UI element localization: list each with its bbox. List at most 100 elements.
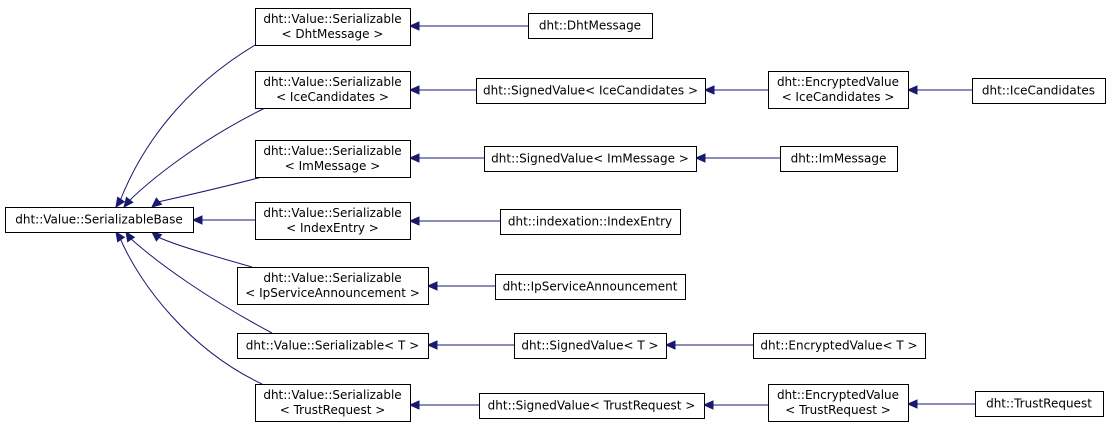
- inheritance-edge-ser_im-to-base: [151, 176, 263, 208]
- node-label-line: dht::EncryptedValue: [777, 388, 899, 402]
- node-label-line: < IceCandidates >: [276, 90, 389, 104]
- node-box: [495, 274, 686, 300]
- class-node-immsg[interactable]: dht::ImMessage: [780, 146, 898, 172]
- node-box: [237, 333, 429, 359]
- node-box: [753, 333, 926, 359]
- inheritance-edge-ev_ice-to-sv_ice: [703, 85, 768, 95]
- edge-arrowhead: [115, 230, 126, 243]
- edge-arrowhead: [703, 85, 715, 95]
- node-label-line: dht::Value::Serializable: [263, 206, 401, 220]
- edge-arrowhead: [151, 231, 163, 242]
- node-label-line: dht::IpServiceAnnouncement: [503, 280, 678, 294]
- node-box: [768, 384, 909, 422]
- node-box: [780, 146, 898, 172]
- class-node-ev-tr[interactable]: dht::EncryptedValue< TrustRequest >: [768, 384, 909, 422]
- class-node-ser-ip[interactable]: dht::Value::Serializable< IpServiceAnnou…: [237, 267, 429, 305]
- node-label-line: dht::SignedValue< TrustRequest >: [488, 399, 696, 413]
- class-node-icecand[interactable]: dht::IceCandidates: [972, 78, 1106, 104]
- node-box: [975, 391, 1104, 417]
- edge-line: [119, 44, 256, 202]
- node-label-line: dht::Value::Serializable: [263, 388, 401, 402]
- edges-layer: [115, 21, 975, 410]
- node-label-line: dht::TrustRequest: [986, 397, 1092, 411]
- class-node-ipsa[interactable]: dht::IpServiceAnnouncement: [495, 274, 686, 300]
- node-label-line: dht::SignedValue< T >: [521, 339, 658, 353]
- node-box: [255, 202, 411, 240]
- node-label-line: dht::EncryptedValue< T >: [760, 339, 917, 353]
- node-label-line: dht::Value::Serializable: [263, 144, 401, 158]
- class-node-ev-t[interactable]: dht::EncryptedValue< T >: [753, 333, 926, 359]
- class-node-sv-im[interactable]: dht::SignedValue< ImMessage >: [484, 146, 697, 172]
- node-box: [255, 384, 411, 422]
- inheritance-edge-ser_tr-to-base: [115, 230, 263, 385]
- edge-arrowhead: [906, 399, 918, 409]
- edge-arrowhead: [408, 216, 420, 226]
- node-box: [255, 8, 411, 46]
- node-box: [237, 267, 429, 305]
- inheritance-edge-sv_im-to-ser_im: [408, 153, 484, 163]
- class-node-ser-ice[interactable]: dht::Value::Serializable< IceCandidates …: [255, 71, 411, 109]
- inheritance-edge-idxentry-to-ser_idx: [408, 216, 500, 226]
- node-label-line: < DhtMessage >: [282, 27, 384, 41]
- class-node-trustreq[interactable]: dht::TrustRequest: [975, 391, 1104, 417]
- inheritance-edge-ser_idx-to-base: [191, 215, 255, 225]
- edge-arrowhead: [694, 153, 706, 163]
- edge-arrowhead: [408, 21, 420, 31]
- node-label-line: dht::IceCandidates: [982, 84, 1095, 98]
- node-label-line: dht::Value::Serializable: [263, 12, 401, 26]
- node-label-line: dht::Value::Serializable: [263, 271, 401, 285]
- node-box: [255, 71, 411, 109]
- node-label-line: dht::Value::Serializable: [263, 75, 401, 89]
- class-node-ser-im[interactable]: dht::Value::Serializable< ImMessage >: [255, 140, 411, 178]
- class-node-sv-t[interactable]: dht::SignedValue< T >: [514, 333, 667, 359]
- edge-arrowhead: [408, 400, 420, 410]
- node-label-line: dht::SignedValue< ImMessage >: [491, 152, 689, 166]
- edge-line: [157, 236, 253, 268]
- class-node-dhtmsg[interactable]: dht::DhtMessage: [528, 13, 653, 39]
- node-label-line: < IndexEntry >: [286, 221, 379, 235]
- edge-arrowhead: [408, 85, 420, 95]
- class-node-ser-idx[interactable]: dht::Value::Serializable< IndexEntry >: [255, 202, 411, 240]
- inheritance-edge-sv_t-to-ser_t: [426, 340, 514, 350]
- node-label-line: < TrustRequest >: [785, 403, 891, 417]
- class-node-sv-tr[interactable]: dht::SignedValue< TrustRequest >: [479, 393, 705, 419]
- node-label-line: dht::EncryptedValue: [777, 75, 899, 89]
- inheritance-edge-immsg-to-sv_im: [694, 153, 780, 163]
- edge-arrowhead: [426, 340, 438, 350]
- node-label-line: < TrustRequest >: [280, 403, 386, 417]
- inheritance-edge-icecand-to-ev_ice: [906, 85, 972, 95]
- node-label-line: < IceCandidates >: [782, 90, 895, 104]
- class-node-sv-ice[interactable]: dht::SignedValue< IceCandidates >: [476, 78, 706, 104]
- node-label-line: < IpServiceAnnouncement >: [245, 286, 420, 300]
- edge-arrowhead: [702, 400, 714, 410]
- inheritance-edge-sv_tr-to-ser_tr: [408, 400, 479, 410]
- node-box: [528, 13, 653, 39]
- edge-arrowhead: [125, 230, 136, 243]
- edge-line: [157, 176, 263, 203]
- node-label-line: dht::DhtMessage: [539, 19, 641, 33]
- node-box: [768, 71, 909, 109]
- edge-arrowhead: [151, 197, 163, 208]
- inheritance-edge-trustreq-to-ev_tr: [906, 399, 975, 409]
- node-box: [514, 333, 667, 359]
- inheritance-edge-ev_tr-to-sv_tr: [702, 400, 768, 410]
- inheritance-edge-ser_t-to-base: [125, 230, 273, 334]
- inheritance-edge-dhtmsg-to-ser_dht: [408, 21, 528, 31]
- class-node-ser-t[interactable]: dht::Value::Serializable< T >: [237, 333, 429, 359]
- class-node-ser-dht[interactable]: dht::Value::Serializable< DhtMessage >: [255, 8, 411, 46]
- node-box: [972, 78, 1106, 104]
- node-box: [5, 207, 194, 233]
- edge-arrowhead: [408, 153, 420, 163]
- node-box: [484, 146, 697, 172]
- node-label-line: dht::Value::Serializable< T >: [246, 339, 419, 353]
- edge-arrowhead: [664, 340, 676, 350]
- class-node-ev-ice[interactable]: dht::EncryptedValue< IceCandidates >: [768, 71, 909, 109]
- inheritance-edge-ipsa-to-ser_ip: [426, 281, 495, 291]
- class-node-idxentry[interactable]: dht::indexation::IndexEntry: [500, 209, 681, 235]
- node-box: [500, 209, 681, 235]
- edge-line: [119, 237, 263, 385]
- node-box: [476, 78, 706, 104]
- class-node-ser-tr[interactable]: dht::Value::Serializable< TrustRequest >: [255, 384, 411, 422]
- class-node-base[interactable]: dht::Value::SerializableBase: [5, 207, 194, 233]
